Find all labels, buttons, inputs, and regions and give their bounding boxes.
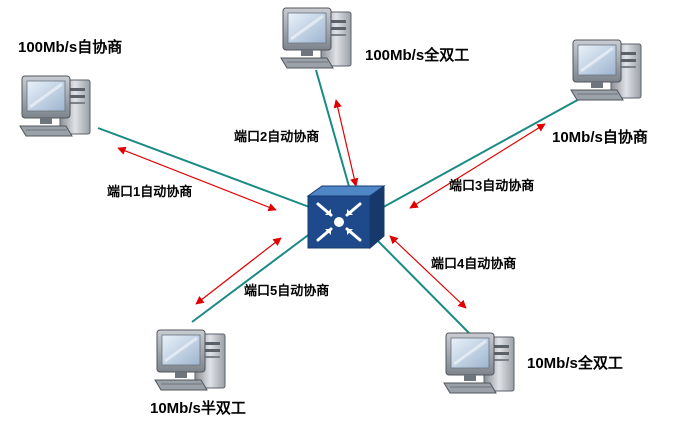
- link-host4: [374, 237, 473, 337]
- desktop-computer-icon: [153, 328, 227, 392]
- link-host5: [191, 229, 316, 323]
- port-label-1: 端口1自动协商: [107, 184, 193, 199]
- port-label-2: 端口2自动协商: [234, 129, 320, 144]
- host-label-1: 100Mb/s自协商: [18, 39, 123, 56]
- arrow-port2: [333, 99, 359, 187]
- arrow-port1: [117, 146, 277, 212]
- arrow-port5: [195, 237, 282, 305]
- negotiation-arrows: [117, 99, 546, 309]
- arrow-port3: [409, 123, 546, 209]
- port-label-4: 端口4自动协商: [431, 256, 517, 271]
- desktop-computer-icon: [569, 38, 643, 102]
- network-switch-icon: [306, 185, 386, 250]
- desktop-computer-icon: [18, 74, 92, 138]
- desktop-computer-icon: [442, 331, 516, 395]
- arrow-port4: [389, 235, 467, 309]
- link-host2: [315, 69, 351, 191]
- host-label-4: 10Mb/s全双工: [527, 355, 623, 372]
- desktop-computer-icon: [279, 6, 353, 70]
- port-label-3: 端口3自动协商: [449, 178, 535, 193]
- host-label-2: 100Mb/s全双工: [365, 47, 470, 64]
- host-label-3: 10Mb/s自协商: [552, 129, 648, 146]
- port-label-5: 端口5自动协商: [244, 283, 330, 298]
- host-label-5: 10Mb/s半双工: [150, 400, 246, 417]
